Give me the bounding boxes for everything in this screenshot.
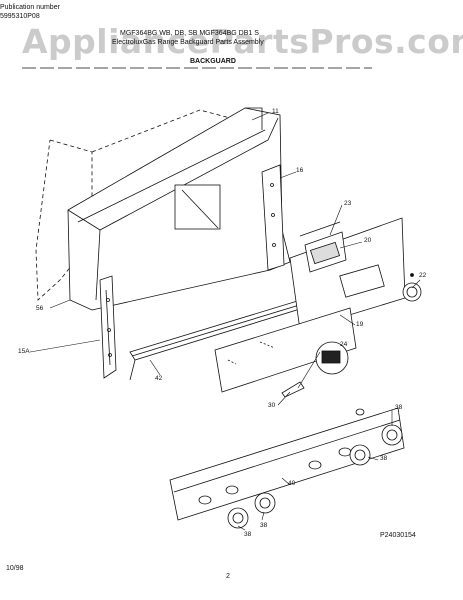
backguard-panel <box>67 107 291 311</box>
models-line: MGF364BG WB, DB, SB MGF364BG DB1 S <box>120 30 259 37</box>
callout-20: 20 <box>364 237 372 244</box>
manifold-panel <box>169 407 405 521</box>
section-title: BACKGUARD <box>190 58 236 65</box>
control-knob <box>402 282 422 302</box>
callout-38-d: 38 <box>260 522 268 529</box>
callout-19: 19 <box>356 321 364 328</box>
publication-number: 5995310P08 <box>0 13 40 20</box>
leader-lines <box>29 112 421 531</box>
callout-42: 42 <box>155 375 163 382</box>
access-panel <box>214 307 357 398</box>
rear-panel <box>35 109 231 301</box>
callout-56: 56 <box>36 305 44 312</box>
callout-15a: 15A <box>18 348 30 355</box>
subtitle-line: ElectroluxGas Range Backguard Parts Asse… <box>112 39 264 46</box>
page-number: 2 <box>226 573 230 580</box>
callout-23: 23 <box>344 200 352 207</box>
callout-11: 11 <box>272 108 279 115</box>
callout-38-c: 38 <box>244 531 252 538</box>
callout-16: 16 <box>296 167 304 174</box>
callout-38-b: 38 <box>380 455 388 462</box>
switch-detail <box>315 341 349 375</box>
figure-code: P24030154 <box>380 532 416 539</box>
clock-module <box>299 221 347 273</box>
callout-24: 24 <box>340 341 348 348</box>
callout-30: 30 <box>268 402 276 409</box>
footer-date: 10/98 <box>6 565 24 572</box>
callout-22: 22 <box>419 272 427 279</box>
left-side-bracket <box>99 275 117 379</box>
watermark-text: AppliancePartsPros.com <box>22 22 463 61</box>
callout-40: 40 <box>288 480 296 487</box>
control-panel <box>289 217 406 331</box>
right-side-bracket <box>261 164 285 271</box>
publication-label: Publication number <box>0 4 60 11</box>
callout-38-a: 38 <box>395 404 403 411</box>
